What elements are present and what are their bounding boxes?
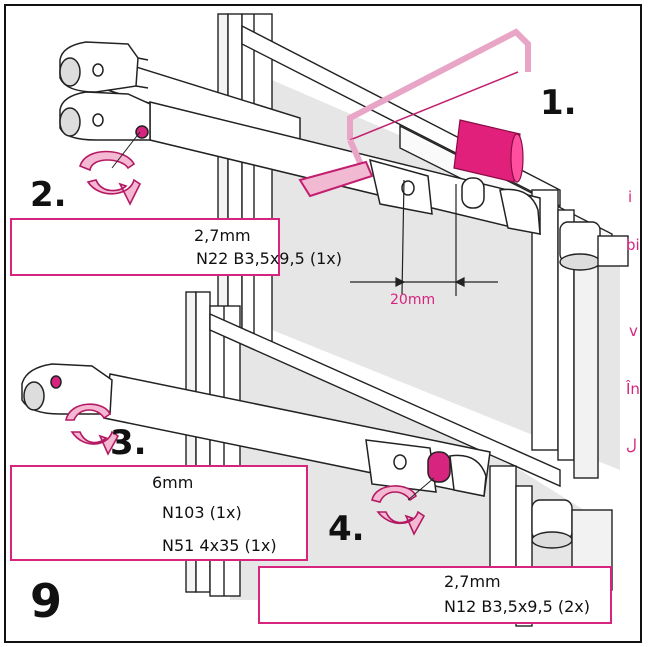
screw-spec-label: N51 4x35 (1x) [162, 536, 277, 555]
cut-off-piece [453, 119, 524, 183]
side-text: ل [626, 436, 637, 454]
dimension-lines [350, 179, 498, 296]
drill-size-label: 6mm [152, 473, 194, 492]
step-3-label: 3. [110, 423, 147, 463]
screw-spec-label: N22 B3,5x9,5 (1x) [196, 249, 342, 268]
parts-box-step-4 [258, 566, 612, 624]
dowel-spec-label: N103 (1x) [162, 503, 242, 522]
parts-box-step-2 [10, 218, 280, 276]
wall-profile-top [217, 13, 273, 345]
page-number: 9 [30, 574, 63, 628]
rotate-arrow-icon [371, 485, 426, 536]
side-text: i [628, 188, 633, 206]
page-frame [4, 4, 642, 643]
drill-size-label: 2,7mm [444, 572, 501, 591]
leader-line [111, 131, 141, 169]
rotate-arrow-icon [79, 150, 142, 206]
stabilizer-tube-bottom [21, 363, 491, 497]
step-1-label: 1. [540, 83, 577, 123]
leader-line [407, 477, 435, 501]
step-2-label: 2. [30, 175, 67, 215]
connector-top-right [559, 221, 629, 271]
step-4-label: 4. [328, 509, 365, 549]
drill-size-label: 2,7mm [194, 226, 251, 245]
side-text: v [629, 322, 638, 340]
rotate-arrow-icon [65, 403, 120, 456]
side-text: bi [626, 236, 640, 254]
hacksaw-icon [298, 28, 531, 198]
side-text: În [626, 380, 640, 398]
screw-spec-label: N12 B3,5x9,5 (2x) [444, 597, 590, 616]
parts-box-step-3 [10, 465, 308, 561]
dimension-label: 20mm [390, 292, 436, 308]
glass-rail-bottom [209, 312, 561, 488]
